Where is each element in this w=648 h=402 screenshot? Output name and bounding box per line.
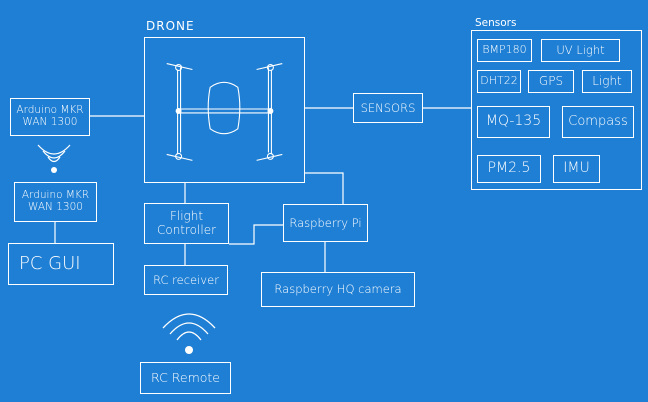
wifi-signal-icon — [162, 313, 216, 354]
sensor-compass: Compass — [562, 106, 634, 138]
flight-controller-box: Flight Controller — [144, 203, 229, 244]
wire-drone-raspberrypi — [305, 172, 344, 204]
wifi-signal-icon — [37, 144, 71, 173]
arduino-top-line2: WAN 1300 — [22, 116, 78, 128]
sensor-gps: GPS — [528, 70, 574, 93]
arduino-mkr-bottom: Arduino MKR WAN 1300 — [14, 182, 97, 222]
drone-box — [144, 37, 305, 183]
rc-remote-box: RC Remote — [140, 362, 231, 394]
arduino-bottom-line2: WAN 1300 — [28, 201, 83, 213]
sensor-dht22: DHT22 — [477, 70, 521, 93]
camera-box: Raspberry HQ camera — [261, 272, 415, 307]
sensor-bmp180: BMP180 — [477, 39, 532, 62]
raspberry-pi-box: Raspberry Pi — [283, 204, 368, 242]
sensors-box: SENSORS — [353, 93, 423, 123]
pc-gui-box: PC GUI — [8, 243, 114, 285]
sensors-panel-title: Sensors — [475, 17, 517, 29]
rc-receiver-box: RC receiver — [144, 265, 228, 295]
quadcopter-icon — [166, 63, 283, 161]
sensors-panel — [471, 30, 642, 190]
arduino-top-line1: Arduino MKR — [16, 104, 84, 117]
sensor-uv-light: UV Light — [541, 39, 620, 62]
sensor-mq135: MQ-135 — [477, 106, 550, 138]
arduino-bottom-line1: Arduino MKR — [21, 189, 90, 202]
wire-flightcontroller-raspberrypi — [229, 224, 283, 245]
sensor-imu: IMU — [553, 155, 600, 183]
drone-label: DRONE — [146, 19, 195, 33]
flight-controller-line1: Flight — [169, 209, 204, 224]
sensor-pm25: PM2.5 — [477, 155, 541, 183]
arduino-mkr-top: Arduino MKR WAN 1300 — [10, 98, 90, 136]
sensor-light: Light — [582, 70, 632, 93]
flight-controller-line2: Controller — [156, 222, 217, 237]
